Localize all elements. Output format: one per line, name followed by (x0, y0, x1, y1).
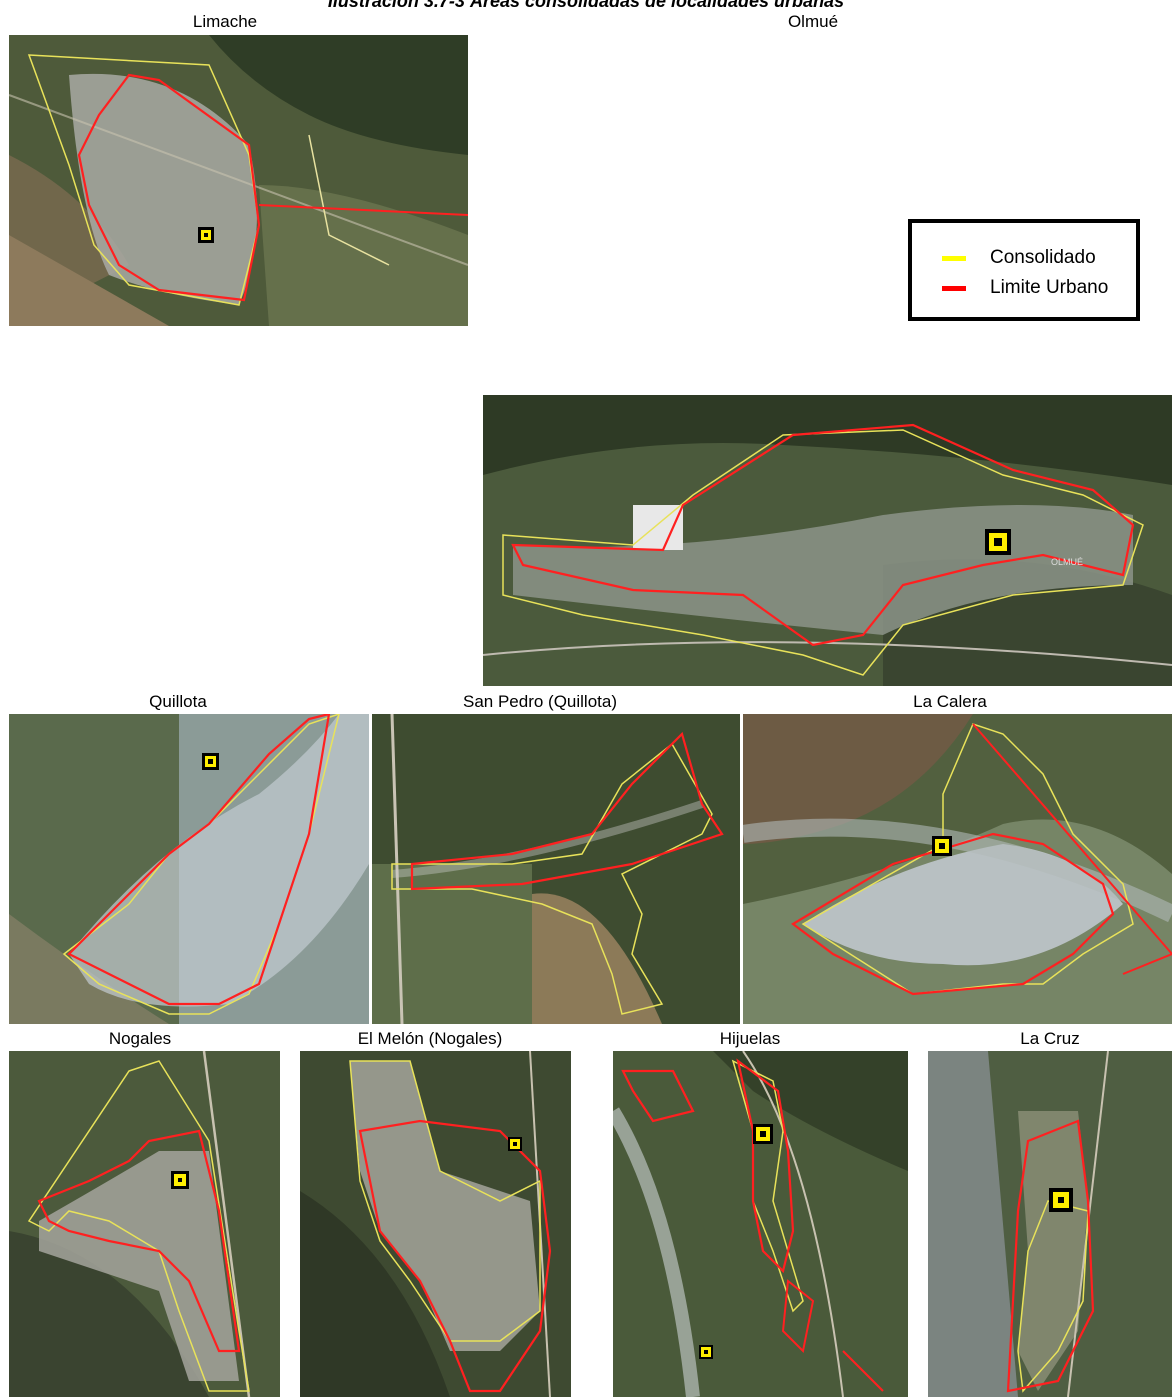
town-marker (198, 227, 214, 243)
label-el-melon: El Melón (Nogales) (357, 1029, 503, 1048)
label-hijuelas: Hijuelas (719, 1029, 781, 1048)
map-la-calera (743, 714, 1172, 1024)
olmue-map-text: OLMUÉ (1051, 557, 1083, 567)
label-limache: Limache (192, 12, 258, 31)
town-marker (508, 1137, 522, 1151)
legend: Consolidado Limite Urbano (908, 219, 1140, 321)
map-olmue: OLMUÉ (483, 395, 1172, 686)
town-marker (932, 836, 952, 856)
map-nogales (9, 1051, 280, 1397)
legend-swatch-red (942, 286, 966, 291)
map-hijuelas (613, 1051, 908, 1397)
map-el-melon (300, 1051, 571, 1397)
label-la-calera: La Calera (913, 692, 987, 711)
label-san-pedro: San Pedro (Quillota) (462, 692, 618, 711)
secondary-marker (699, 1345, 713, 1359)
label-la-cruz: La Cruz (1020, 1029, 1080, 1048)
label-olmue: Olmué (787, 12, 839, 31)
town-marker (171, 1171, 189, 1189)
legend-label: Consolidado (990, 247, 1096, 268)
town-marker (202, 753, 219, 770)
map-san-pedro (372, 714, 740, 1024)
legend-swatch-yellow (942, 256, 966, 261)
map-quillota (9, 714, 369, 1024)
label-quillota: Quillota (149, 692, 207, 711)
town-marker (753, 1124, 773, 1144)
legend-label: Limite Urbano (990, 277, 1109, 298)
town-marker (985, 529, 1011, 555)
town-marker (1049, 1188, 1073, 1212)
map-limache (9, 35, 468, 326)
figure-title: Ilustración 3.7-3 Áreas consolidadas de … (327, 0, 845, 11)
label-nogales: Nogales (108, 1029, 172, 1048)
map-la-cruz (928, 1051, 1172, 1397)
